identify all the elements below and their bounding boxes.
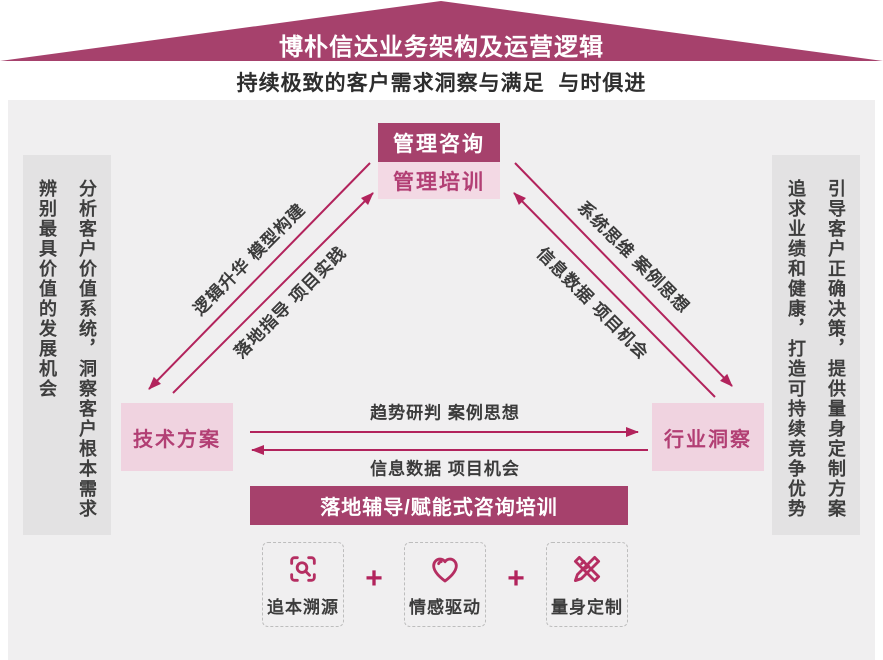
pillar-trace-origin: 追本溯源 [262,542,344,627]
right-panel-vertical-text: 引导客户正确决策，提供量身定制方案 追求业绩和健康，打造可持续竞争优势 [776,179,856,535]
pillar-emotion-driven: 情感驱动 [404,542,486,627]
roof-banner-shape [0,1,883,61]
pillar-label: 情感驱动 [409,597,481,617]
page-subtitle: 持续极致的客户需求洞察与满足 与时俱进 [236,72,647,95]
left-insight-panel: 分析客户价值系统，洞察客户根本需求 辨别最具价值的发展机会 [23,155,111,535]
scan-search-icon [286,552,320,586]
plus-separator: + [507,561,525,595]
pillar-label: 量身定制 [551,597,623,617]
left-panel-column-1: 分析客户价值系统，洞察客户根本需求 [77,179,97,519]
edge-label-bottom-upper: 趋势研判 案例思想 [370,403,520,423]
left-panel-column-2: 辨别最具价值的发展机会 [37,179,57,399]
node-technical-solution: 技术方案 [121,403,233,471]
node-management-consulting: 管理咨询 [378,123,500,162]
page-title: 博朴信达业务架构及运营逻辑 [279,34,604,61]
right-panel-column-1: 引导客户正确决策，提供量身定制方案 [826,179,846,519]
right-insight-panel: 引导客户正确决策，提供量身定制方案 追求业绩和健康，打造可持续竞争优势 [772,155,860,535]
pillar-label: 追本溯源 [267,597,339,617]
plus-separator: + [365,561,383,595]
arrow-top-to-left-node [148,162,371,390]
pencil-ruler-icon [570,552,604,586]
pillars-row: 追本溯源 + 情感驱动 + 量身定制 [262,542,628,627]
arrow-top-to-right-node [514,162,733,387]
node-management-training: 管理培训 [378,162,500,199]
node-industry-insight: 行业洞察 [652,403,764,471]
right-panel-column-2: 追求业绩和健康，打造可持续竞争优势 [786,179,806,519]
pillar-tailor-made: 量身定制 [546,542,628,627]
enablement-banner: 落地辅导/赋能式咨询培训 [250,486,628,525]
edge-label-bottom-lower: 信息数据 项目机会 [370,459,520,479]
diagram-stage: 分析客户价值系统，洞察客户根本需求 辨别最具价值的发展机会 引导客户正确决策，提… [8,100,875,660]
heart-icon [428,552,462,586]
left-panel-vertical-text: 分析客户价值系统，洞察客户根本需求 辨别最具价值的发展机会 [27,179,107,535]
